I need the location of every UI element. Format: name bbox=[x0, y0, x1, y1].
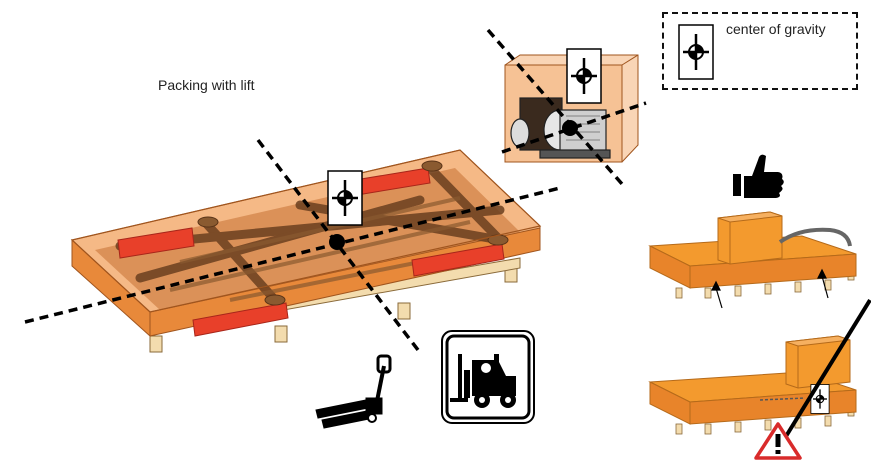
thumbs-up-icon bbox=[733, 154, 784, 198]
tipping-line bbox=[778, 298, 871, 448]
large-crate bbox=[70, 149, 542, 353]
warning-triangle-icon bbox=[754, 422, 802, 460]
bad-load-platform bbox=[648, 335, 857, 435]
large-crate-cog-point bbox=[329, 234, 345, 250]
center-of-gravity-icon bbox=[326, 170, 364, 226]
forklift-sign-icon bbox=[441, 330, 535, 424]
large-crate-cog-axes bbox=[24, 138, 561, 352]
good-load-platform bbox=[648, 211, 857, 309]
diagram-title: Packing with lift bbox=[158, 77, 255, 93]
center-of-gravity-icon bbox=[565, 48, 603, 104]
small-crate-cog-point bbox=[562, 120, 578, 136]
legend-box: center of gravity bbox=[662, 12, 858, 90]
center-of-gravity-icon bbox=[678, 24, 714, 80]
pallet-jack-icon bbox=[315, 354, 392, 429]
legend-label: center of gravity bbox=[726, 21, 826, 37]
